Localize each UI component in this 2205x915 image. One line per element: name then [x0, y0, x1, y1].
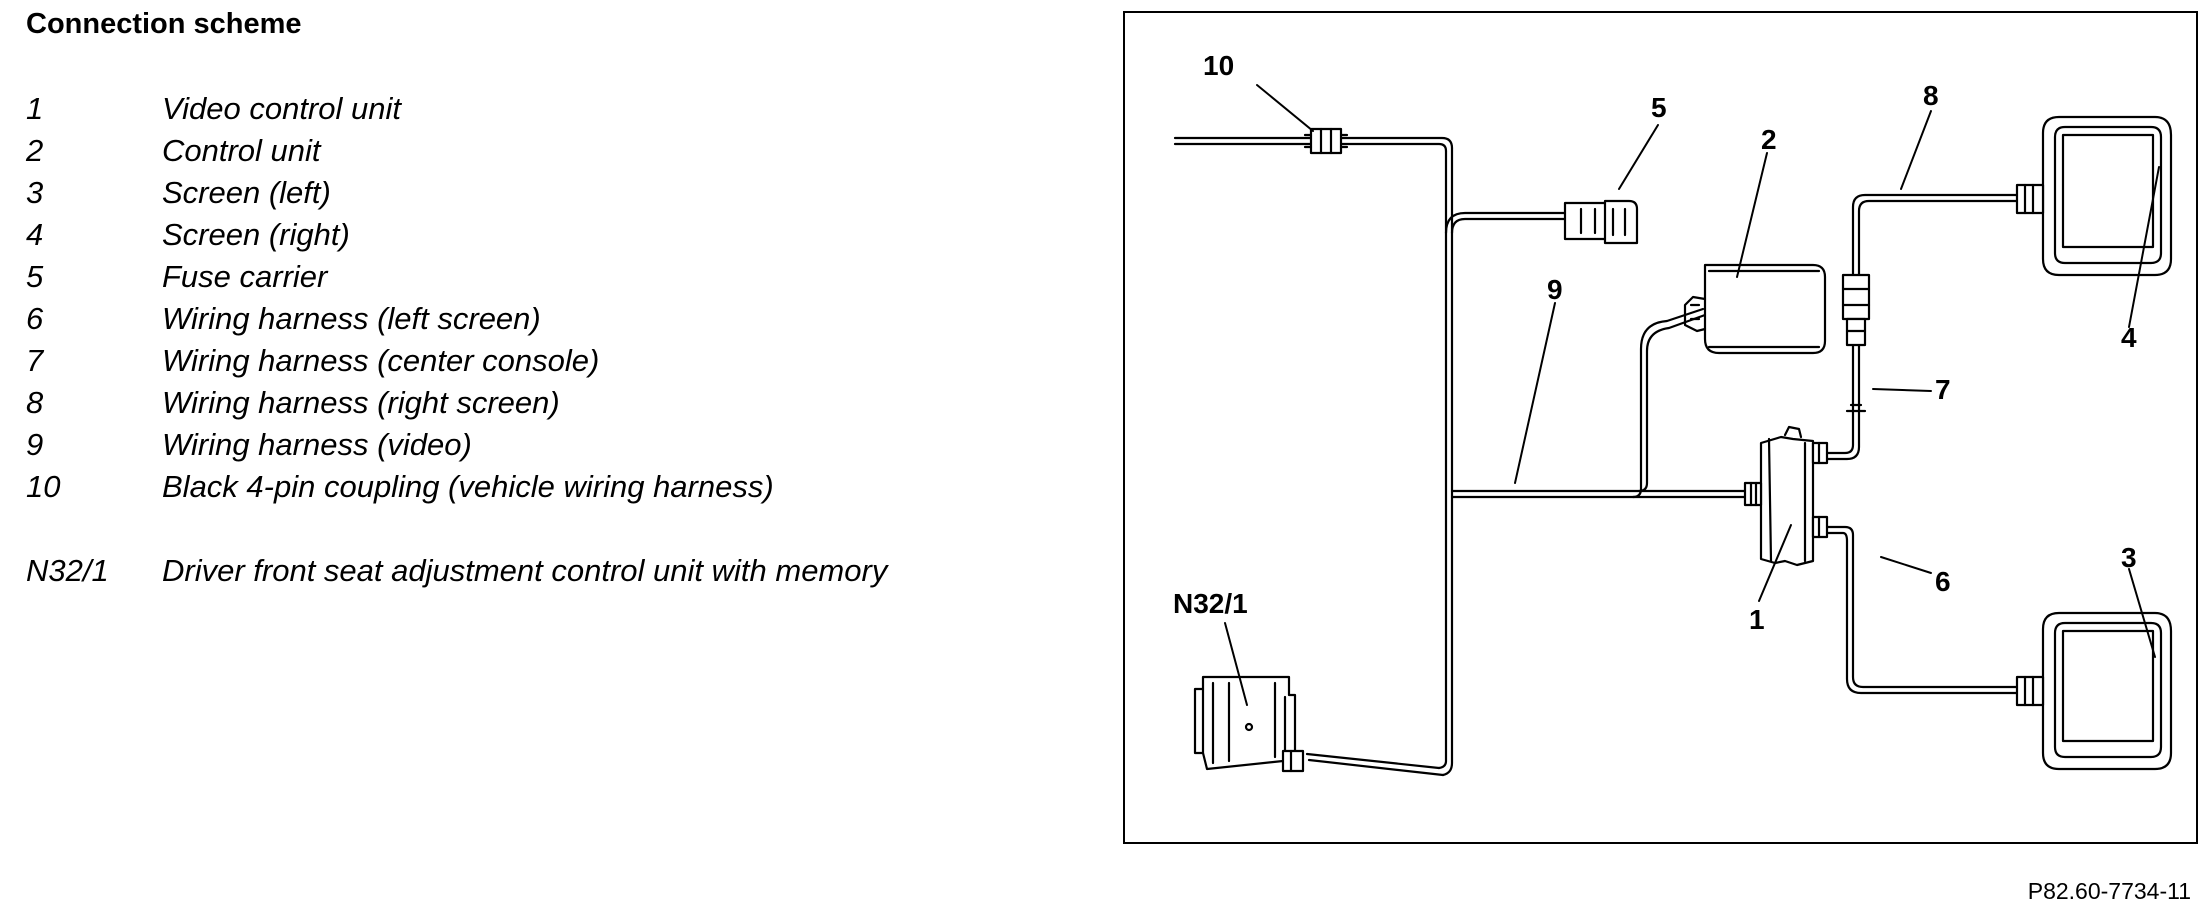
- coupling-10: [1303, 127, 1349, 155]
- legend-desc: Wiring harness (right screen): [162, 385, 560, 420]
- legend-desc: Fuse carrier: [162, 259, 328, 294]
- legend-desc: Wiring harness (left screen): [162, 301, 541, 336]
- callout-4: 4: [2121, 322, 2137, 353]
- legend-desc: Video control unit: [162, 91, 401, 126]
- video-control-unit-1: [1743, 425, 1829, 567]
- callout-9: 9: [1547, 274, 1563, 305]
- legend-key: 4: [26, 217, 44, 252]
- harness-lines: [1173, 136, 2019, 777]
- callout-labels: 10 5 2 8 4 7 9 6 1 3 N32/1: [1173, 50, 2137, 635]
- legend-desc: Control unit: [162, 133, 321, 168]
- screen-right-4: [2015, 115, 2173, 277]
- screen-left-3: [2015, 611, 2173, 771]
- control-unit-2: [1683, 263, 1827, 355]
- callout-10: 10: [1203, 50, 1234, 81]
- legend-key: 1: [26, 91, 44, 126]
- callout-n32-1: N32/1: [1173, 588, 1248, 619]
- seat-control-unit-n32-1: [1193, 675, 1305, 773]
- legend-key: 9: [26, 427, 44, 462]
- page-title: Connection scheme: [26, 8, 302, 40]
- legend-key: 10: [26, 469, 61, 504]
- figure-reference: P82.60-7734-11: [2027, 878, 2191, 904]
- leader-lines: [1224, 84, 2160, 706]
- legend-desc: Driver front seat adjustment control uni…: [162, 553, 888, 588]
- legend-key: 5: [26, 259, 44, 294]
- diagram-frame: 10 5 2 8 4 7 9 6 1 3 N32/1: [1123, 11, 2198, 844]
- callout-7: 7: [1935, 374, 1951, 405]
- callout-8: 8: [1923, 80, 1939, 111]
- legend-desc: Wiring harness (center console): [162, 343, 600, 378]
- callout-2: 2: [1761, 124, 1777, 155]
- legend-desc: Screen (right): [162, 217, 350, 252]
- legend-key: 7: [26, 343, 44, 378]
- legend-desc: Screen (left): [162, 175, 331, 210]
- callout-5: 5: [1651, 92, 1667, 123]
- legend-key: 6: [26, 301, 44, 336]
- legend-key: 8: [26, 385, 44, 420]
- wiring-diagram: 10 5 2 8 4 7 9 6 1 3 N32/1: [1173, 50, 2173, 777]
- legend-key: N32/1: [26, 553, 109, 588]
- legend-key: 3: [26, 175, 44, 210]
- legend-key: 2: [26, 133, 44, 168]
- legend-desc: Black 4-pin coupling (vehicle wiring har…: [162, 469, 774, 504]
- inline-connector: [1841, 273, 1871, 413]
- legend-desc: Wiring harness (video): [162, 427, 472, 462]
- callout-6: 6: [1935, 566, 1951, 597]
- fuse-carrier-5: [1563, 199, 1639, 245]
- callout-1: 1: [1749, 604, 1765, 635]
- callout-3: 3: [2121, 542, 2137, 573]
